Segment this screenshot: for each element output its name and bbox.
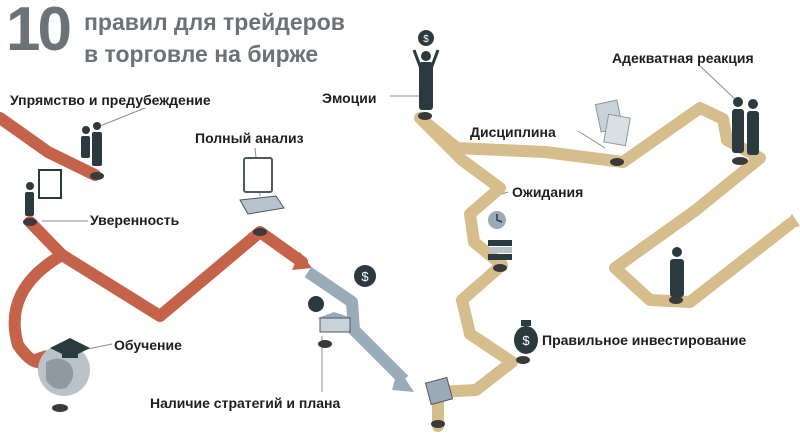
cheering-person-icon: $ bbox=[412, 30, 440, 110]
clock-books-icon bbox=[488, 211, 512, 260]
path-nodes bbox=[23, 112, 748, 428]
gold-path bbox=[414, 102, 796, 432]
leader-stubbornness bbox=[94, 105, 151, 129]
rule-label-analysis: Полный анализ bbox=[193, 130, 306, 146]
handshake-icon bbox=[732, 97, 759, 155]
money-bag-icon: $ bbox=[514, 320, 538, 354]
svg-text:$: $ bbox=[361, 269, 369, 284]
rule-label-strategy: Наличие стратегий и плана bbox=[148, 395, 343, 411]
leader-discipline bbox=[577, 130, 606, 149]
rule-label-reaction: Адекватная реакция bbox=[610, 50, 756, 66]
dollar-coin-icon: $ bbox=[354, 265, 376, 287]
rule-label-education: Обучение bbox=[112, 337, 184, 353]
book-gear-icon bbox=[308, 296, 352, 333]
blue-arrowhead bbox=[392, 368, 414, 392]
red-path bbox=[0, 112, 308, 368]
rule-label-discipline: Дисциплина bbox=[468, 124, 558, 140]
rule-label-emotions: Эмоции bbox=[320, 90, 379, 106]
rule-label-investing: Правильное инвестирование bbox=[540, 332, 749, 348]
svg-text:$: $ bbox=[423, 34, 429, 45]
svg-text:$: $ bbox=[522, 333, 530, 348]
rule-label-confidence: Уверенность bbox=[88, 212, 182, 228]
leader-reaction bbox=[699, 65, 738, 102]
two-people-icon bbox=[81, 122, 102, 166]
title-line-2: в торговле на бирже bbox=[84, 41, 319, 67]
title-line-1: правил для трейдеров bbox=[84, 9, 345, 35]
gold-arrowhead bbox=[778, 214, 800, 232]
title-number: 10 bbox=[6, 0, 72, 64]
rule-label-expectations: Ожидания bbox=[510, 184, 586, 200]
rule-label-stubbornness: Упрямство и предубеждение bbox=[8, 92, 213, 108]
person-at-desk-icon bbox=[25, 169, 62, 216]
laptop-icon bbox=[239, 157, 285, 215]
standing-person-icon bbox=[670, 247, 684, 297]
graduation-globe-icon bbox=[38, 338, 90, 396]
papers-icon bbox=[594, 99, 631, 147]
red-arrowhead-strategy bbox=[292, 252, 312, 270]
blue-path bbox=[304, 267, 409, 385]
boxes-icon bbox=[424, 376, 454, 406]
